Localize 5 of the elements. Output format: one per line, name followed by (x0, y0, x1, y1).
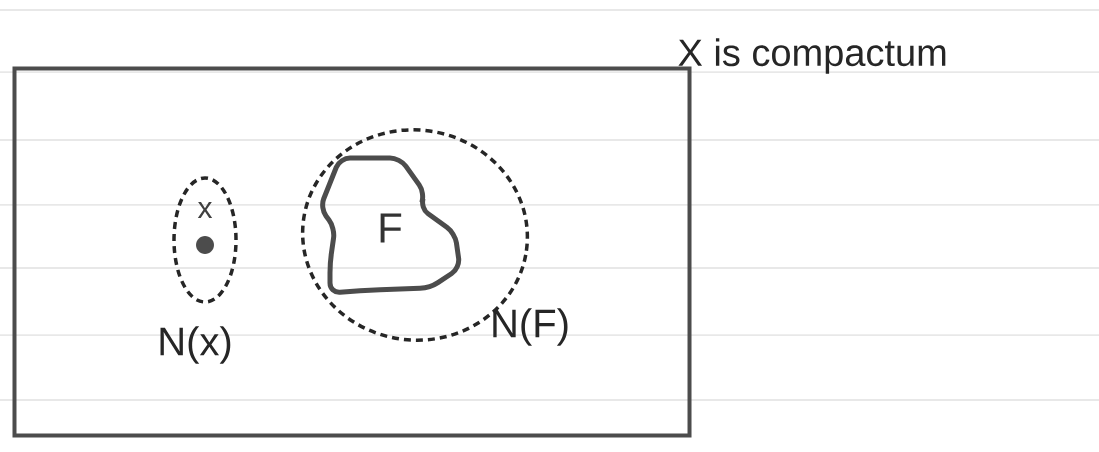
neighbourhood-label: N(F) (493, 308, 568, 346)
point-marker: x (197, 202, 213, 218)
set-label: F (380, 213, 402, 243)
neighbourhood-label: N(x) (160, 326, 231, 364)
heading: X is compactum (678, 38, 946, 74)
